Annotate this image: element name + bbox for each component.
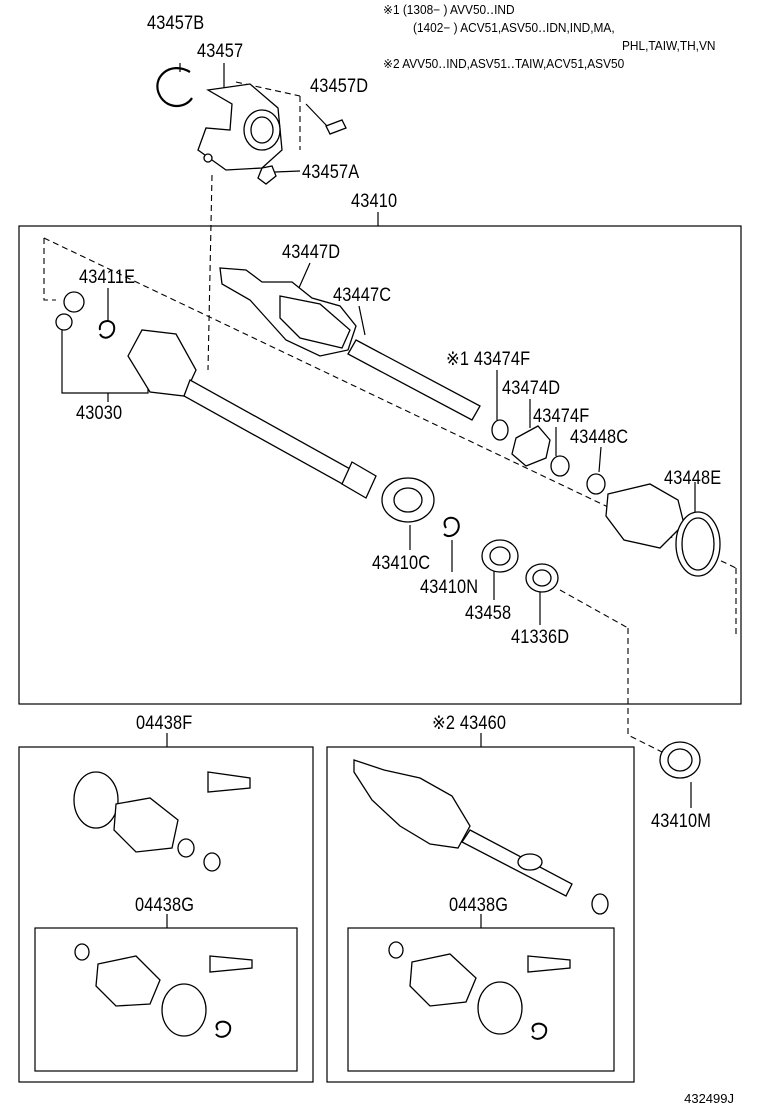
- snap-ring-icon: [156, 67, 193, 108]
- label-43448C: 43448C: [570, 427, 629, 448]
- label-43447D: 43447D: [282, 242, 341, 263]
- label-43410C: 43410C: [372, 553, 431, 574]
- label-43474F-2: 43474F: [533, 406, 590, 427]
- label-04438G-left: 04438G: [135, 895, 195, 916]
- label-43457D: 43457D: [310, 76, 369, 97]
- inner-joint-housing-icon: [127, 329, 197, 397]
- label-41336D: 41336D: [511, 627, 570, 648]
- label-43448E: 43448E: [664, 468, 722, 489]
- assembly-box-43410: [18, 225, 742, 705]
- label-43410M: 43410M: [651, 811, 712, 832]
- label-43458: 43458: [465, 603, 512, 624]
- label-43474F-1: ※1 43474F: [446, 349, 531, 370]
- label-43447C: 43447C: [333, 285, 392, 306]
- label-43410: 43410: [351, 191, 398, 212]
- bolt-icon: [325, 119, 347, 135]
- nut-icon: [257, 165, 277, 185]
- grease-tube-g-left-icon: [209, 955, 253, 973]
- tripod-icon: [63, 291, 85, 313]
- label-43411E: 43411E: [79, 267, 136, 288]
- grease-tube-g-right-icon: [527, 955, 571, 973]
- grease-tube-icon: [207, 771, 251, 793]
- diagram-code: 432499J: [684, 1091, 734, 1106]
- kit-box-04438G-left: [34, 927, 298, 1072]
- note-1-line-2: (1402− ) ACV51,ASV50‥IDN,IND,MA,: [413, 21, 615, 35]
- drive-shaft-icon: [183, 379, 353, 487]
- circlip-icon: [98, 320, 116, 339]
- note-2: ※2 AVV50‥IND,ASV51‥TAIW,ACV51,ASV50: [383, 57, 625, 71]
- label-43474D: 43474D: [502, 378, 561, 399]
- note-1-line-1: ※1 (1308− ) AVV50‥IND: [383, 3, 515, 17]
- label-43457B: 43457B: [147, 13, 205, 34]
- boot-43448E-icon: [605, 483, 685, 549]
- kit-boot-icon: [113, 797, 179, 853]
- shaft-assembly-icon: [353, 759, 471, 849]
- boot-43447C-icon: [279, 295, 351, 349]
- label-04438G-right: 04438G: [449, 895, 509, 916]
- kit-box-04438F: [18, 746, 314, 1083]
- label-43457A: 43457A: [302, 162, 360, 183]
- note-1-line-3: PHL,TAIW,TH,VN: [622, 39, 716, 53]
- label-43410N: 43410N: [420, 577, 479, 598]
- label-04438F: 04438F: [136, 713, 193, 734]
- kit-clamp-large-icon: [73, 771, 119, 829]
- dynamic-damper-icon: [511, 425, 551, 467]
- label-43030: 43030: [76, 403, 123, 424]
- kit-boot-g-right-icon: [409, 953, 477, 1007]
- label-43460: ※2 43460: [432, 713, 507, 734]
- label-43457: 43457: [197, 41, 244, 62]
- intermediate-shaft-icon: [347, 339, 481, 421]
- circlip-43410N-icon: [443, 516, 460, 538]
- kit-boot-g-left-icon: [95, 955, 161, 1007]
